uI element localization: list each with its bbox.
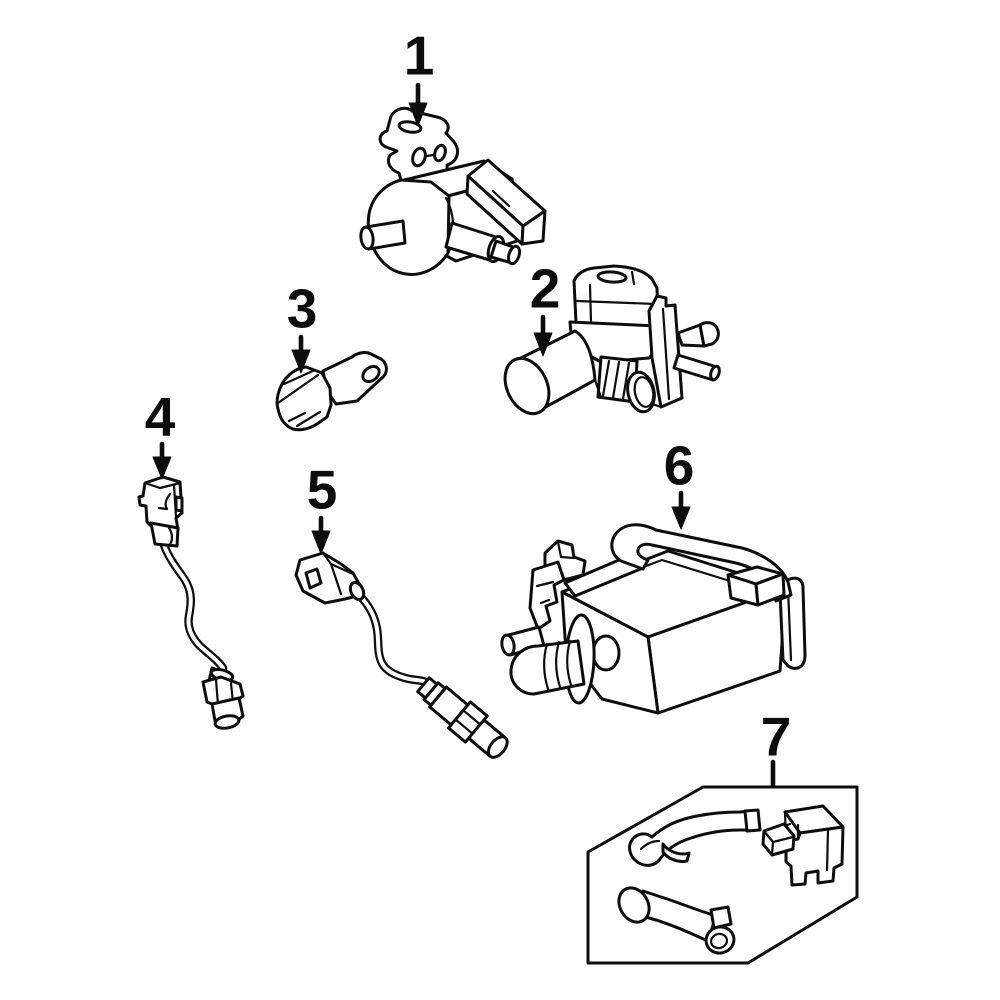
part-7-hose-kit-drawing (586, 785, 859, 965)
callout-5-arrow (311, 515, 331, 555)
callout-7-label: 7 (760, 705, 792, 768)
callout-2-label: 2 (529, 257, 561, 320)
part-3-clamp-bracket-drawing (275, 351, 388, 432)
callout-2-arrow (533, 314, 553, 357)
part-6-charcoal-canister-drawing (500, 523, 807, 715)
callout-6-label: 6 (663, 434, 695, 497)
part-1-vacuum-switching-valve-drawing (359, 106, 547, 276)
callout-5-label: 5 (306, 458, 338, 521)
part-5-oxygen-sensor-drawing (294, 551, 509, 759)
callout-6-arrow (671, 490, 691, 530)
part-4-oxygen-sensor-drawing (137, 475, 245, 730)
callout-1-arrow (408, 82, 428, 127)
callout-3-label: 3 (286, 277, 318, 340)
callout-1-label: 1 (403, 24, 435, 87)
callout-4-label: 4 (144, 385, 176, 448)
callout-3-arrow (291, 334, 311, 374)
part-2-vsv-valve-drawing (503, 264, 721, 416)
callout-4-arrow (152, 441, 172, 480)
